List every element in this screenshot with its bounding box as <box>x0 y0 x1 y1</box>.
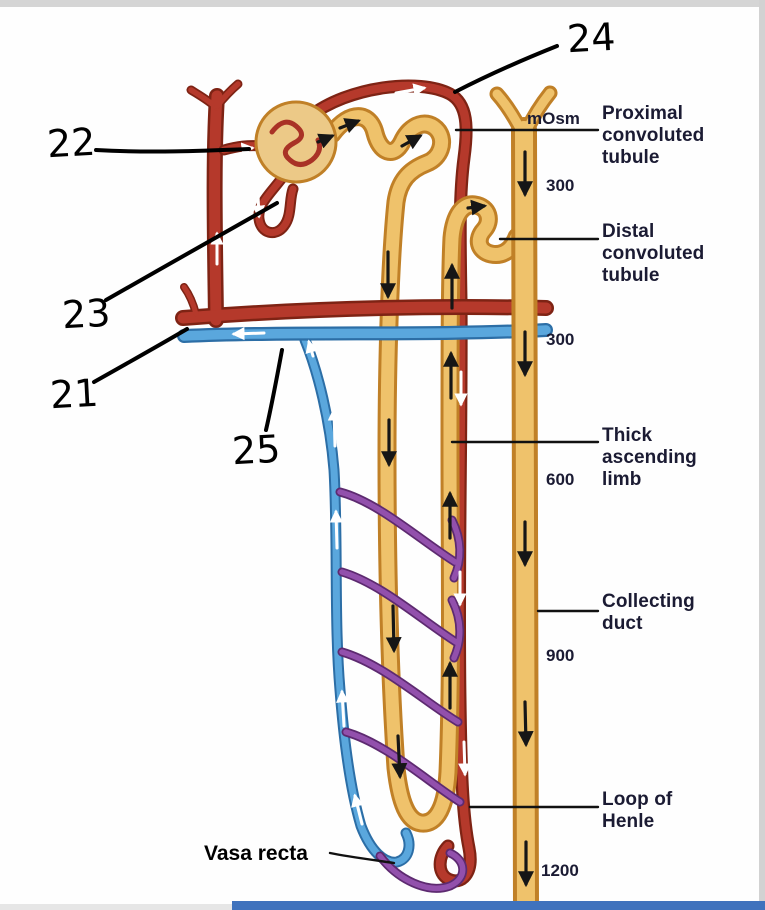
handwritten-number-25: 25 <box>230 426 282 474</box>
label-leader-lines <box>328 128 600 865</box>
label-loop-of-henle: Loop of Henle <box>602 789 673 832</box>
handwritten-number-21: 21 <box>48 370 100 418</box>
window-bar-bottom-edge <box>232 901 765 910</box>
handwritten-number-23: 23 <box>60 290 112 338</box>
label-vasa-recta: Vasa recta <box>204 842 308 865</box>
collecting-duct-tube <box>489 85 558 910</box>
renal-vein <box>177 323 553 343</box>
label-collecting-duct: Collecting duct <box>602 591 695 634</box>
osmolarity-1200: 1200 <box>541 861 579 880</box>
tubule-flow-arrows <box>316 118 534 888</box>
osmolarity-300: 300 <box>546 330 575 349</box>
handwritten-number-24: 24 <box>565 14 617 62</box>
label-distal-convoluted-tubule: Distal convoluted tubule <box>602 221 705 286</box>
osmolarity-900: 900 <box>546 646 575 665</box>
mosm-unit-header: mOsm <box>527 109 580 128</box>
label-thick-ascending-limb: Thick ascending limb <box>602 425 697 490</box>
renal-artery <box>175 79 554 328</box>
osmolarity-300-cortex: 300 <box>546 176 575 195</box>
screenshot-top-edge <box>0 0 765 7</box>
glomerulus-assembly <box>218 100 338 239</box>
screenshot-bottom-edge <box>0 904 232 910</box>
osmolarity-600: 600 <box>546 470 575 489</box>
screenshot-right-edge <box>759 0 765 910</box>
vasa-recta-artery <box>302 79 477 888</box>
label-proximal-convoluted-tubule: Proximal convoluted tubule <box>602 103 705 168</box>
handwritten-number-22: 22 <box>45 119 97 167</box>
handwritten-pointer-lines <box>92 44 559 432</box>
nephron-tubule <box>322 107 527 833</box>
